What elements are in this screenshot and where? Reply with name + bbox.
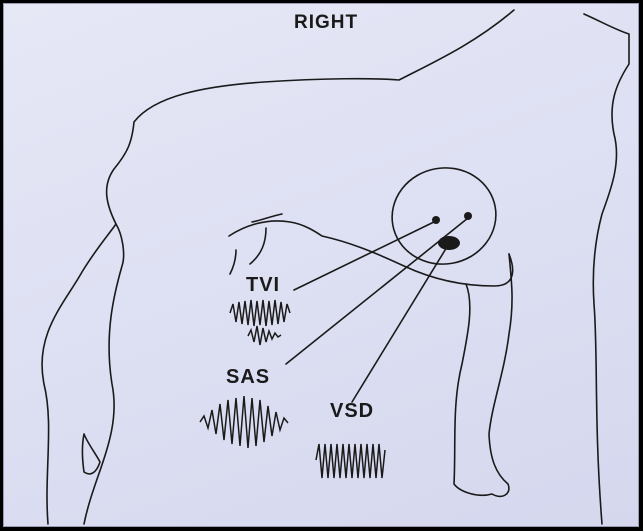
sas-label: SAS: [226, 366, 271, 388]
heart-outline: [391, 167, 497, 265]
dog-belly-outline: [83, 223, 125, 525]
tvi-murmur-waveform: [229, 299, 291, 327]
vsd-label: VSD: [330, 400, 375, 422]
heart-markers: [432, 212, 472, 250]
diagram-slide: RIGHT TVI SAS VSD: [3, 3, 639, 527]
dog-fold-lines: [229, 213, 283, 275]
tvi-secondary-waveform: [247, 325, 282, 346]
vsd-leader-line: [351, 241, 451, 403]
dog-rear-paw-outline: [81, 433, 101, 475]
vsd-marker: [438, 236, 460, 250]
sas-murmur-waveform: [199, 395, 289, 449]
sas-marker: [464, 212, 472, 220]
tvi-leader-line: [293, 219, 439, 291]
dog-chest-outline: [228, 220, 514, 287]
diagram-title: RIGHT: [294, 12, 359, 33]
dog-neck-outline: [583, 13, 630, 525]
dog-back-outline: [41, 9, 515, 525]
vsd-murmur-waveform: [315, 443, 386, 479]
sas-leader-line: [285, 217, 469, 365]
tvi-label: TVI: [246, 274, 281, 296]
tvi-marker: [432, 216, 440, 224]
dog-outline-diagram: [41, 9, 630, 525]
dog-front-leg-outline: [453, 253, 513, 498]
